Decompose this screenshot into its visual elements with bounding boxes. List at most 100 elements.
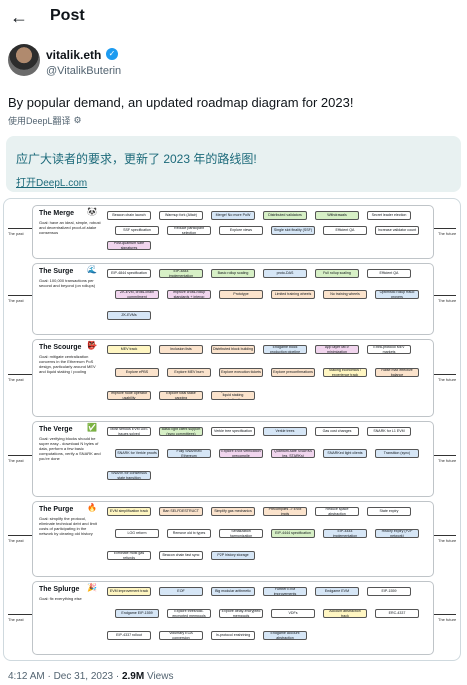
roadmap-node: Explore EVM verification precompile	[219, 449, 263, 458]
roadmap-node: VDFs	[271, 609, 315, 618]
roadmap-node: SNARK for consensus state transition	[107, 471, 151, 480]
roadmap-node: Endgame account abstraction	[263, 631, 307, 640]
roadmap-node: Remove old tx types	[167, 529, 211, 538]
roadmap-node: Endgame EIP-1559	[115, 609, 159, 618]
stage-goal: Goal: verifying blocks should be super e…	[39, 436, 101, 461]
stage-goal: Goal: 100,000 transactions per second an…	[39, 278, 96, 288]
author-name[interactable]: vitalik.eth	[46, 48, 102, 62]
roadmap-node: Prototype	[219, 290, 263, 299]
roadmap-node: Basic rollup scaling	[211, 269, 255, 278]
stage-emoji-icon: 🐼	[87, 207, 97, 216]
roadmap-node: Explore total stake capping	[159, 391, 203, 400]
future-arrow	[434, 535, 456, 536]
roadmap-node: MEV track	[107, 345, 151, 354]
stage-the-merge: The Merge 🐼 Goal: have an ideal, simple, r…	[32, 205, 434, 259]
past-arrow	[8, 228, 32, 229]
roadmap-node: App layer MEV minimization	[315, 345, 359, 354]
roadmap-node: Big modular arithmetic	[211, 587, 255, 596]
view-count: 2.9M	[121, 671, 145, 682]
future-label: The future	[438, 538, 457, 543]
roadmap-node: EVM simplification track	[107, 507, 151, 516]
roadmap-node: Explore threshold-encrypted mempools	[167, 609, 211, 618]
roadmap-node: No training wheels	[323, 290, 367, 299]
translate-label: 使用DeepL翻译	[8, 116, 71, 126]
roadmap-node: EIP-4444 implementation	[323, 529, 367, 538]
roadmap-node: Optimistic rollup fraud provers	[375, 290, 419, 299]
roadmap-node: SNARK for Verkle proofs	[115, 449, 159, 458]
post-timestamp: 4:12 AM · Dec 31, 2023 · 2.9M Views	[8, 671, 173, 682]
past-label: The past	[8, 231, 24, 236]
roadmap-node: SNARK for L1 EVM	[367, 427, 411, 436]
roadmap-node: Verkle tree specification	[211, 427, 255, 436]
roadmap-node: Inclusion lists	[159, 345, 203, 354]
stage-goal: Goal: mitigate centralization concerns i…	[39, 354, 96, 374]
roadmap-node: State expiry	[367, 507, 411, 516]
stage-title: The Scourge	[39, 344, 82, 351]
roadmap-node: Efficient QA	[367, 269, 411, 278]
future-label: The future	[438, 298, 457, 303]
tweet-text: By popular demand, an updated roadmap di…	[8, 95, 354, 110]
stage-goal: Goal: fix everything else	[39, 596, 82, 601]
avatar[interactable]	[8, 44, 40, 76]
roadmap-node: Explore delay-encrypted mempools	[219, 609, 263, 618]
roadmap-node: History expiry (P2P network)	[375, 529, 419, 538]
author-handle[interactable]: @VitalikButerin	[46, 65, 122, 77]
roadmap-node: EIP-1559	[367, 587, 411, 596]
stage-title: The Verge	[39, 426, 73, 433]
stage-title: The Splurge	[39, 586, 80, 593]
roadmap-node: Precompiles -> EVM impls	[263, 507, 307, 516]
roadmap-node: Warmup fork (Altair)	[159, 211, 203, 220]
roadmap-node: Serialization harmonization	[219, 529, 263, 538]
roadmap-node: Explore solutions to liquid staking cent…	[211, 391, 255, 400]
stage-title: The Surge	[39, 268, 74, 275]
roadmap-node: Merge! No more PoW	[211, 211, 255, 220]
past-arrow	[8, 535, 32, 536]
roadmap-node: Explore MEV burn	[167, 368, 211, 377]
translation-text: 应广大读者的要求，更新了 2023 年的路线图!	[16, 152, 257, 166]
past-arrow	[8, 614, 32, 615]
roadmap-node: P2P history storage	[211, 551, 255, 560]
roadmap-node: Simplify gas mechanics	[211, 507, 255, 516]
stage-emoji-icon: ✅	[87, 423, 97, 432]
roadmap-node: Explore preconfirmations	[271, 368, 315, 377]
roadmap-node: Explore ePBS	[115, 368, 159, 377]
translate-link[interactable]: 使用DeepL翻译 ⚙	[8, 114, 82, 127]
future-arrow	[434, 374, 456, 375]
past-label: The past	[8, 617, 24, 622]
roadmap-node: Secret leader election	[367, 211, 411, 220]
past-label: The past	[8, 377, 24, 382]
stage-emoji-icon: 👺	[87, 341, 97, 350]
back-arrow-icon[interactable]: ←	[10, 7, 28, 27]
roadmap-node: Improve cross-rollup standards + interop	[167, 290, 211, 299]
stage-goal: Goal: have an ideal, simple, robust and …	[39, 220, 101, 235]
future-label: The future	[438, 377, 457, 382]
page-title: Post	[50, 7, 85, 24]
roadmap-node: Explore views	[219, 226, 263, 235]
stage-the-verge: The Verge ✅ Goal: verifying blocks should …	[32, 421, 434, 497]
stage-the-purge: The Purge🔥Goal: simplify the protocol, e…	[32, 501, 434, 577]
roadmap-node: ERC-4337	[375, 609, 419, 618]
roadmap-node: Quantum-safe SNARKs (eg. STARKs)	[271, 449, 315, 458]
stage-title: The Merge	[39, 210, 75, 217]
roadmap-node: proto-DAS	[263, 269, 307, 278]
roadmap-node: EVM improvement track	[107, 587, 151, 596]
roadmap-node: Full rollup scaling	[315, 269, 359, 278]
roadmap-node: Beacon chain fast sync	[159, 551, 203, 560]
roadmap-node: SSF specification	[115, 226, 159, 235]
roadmap-node: EIP-4844 specification	[107, 269, 151, 278]
past-arrow	[8, 455, 32, 456]
roadmap-node: Explore execution tickets	[219, 368, 263, 377]
roadmap-node: Improve node operator usability	[107, 391, 151, 400]
stage-the-surge: The Surge 🌊 Goal: 100,000 transactions per…	[32, 263, 434, 335]
stage-title: The Purge	[39, 506, 74, 513]
roadmap-node: LOG reform	[115, 529, 159, 538]
stage-emoji-icon: 🌊	[87, 265, 97, 274]
roadmap-node: ZK-EVMs	[107, 311, 151, 320]
past-arrow	[8, 374, 32, 375]
stage-the-scourge: The Scourge 👺 Goal: mitigate centralizatio…	[32, 339, 434, 417]
roadmap-node: Endgame EVM	[315, 587, 359, 596]
deepl-link[interactable]: 打开DeepL.com	[16, 178, 88, 189]
verified-badge-icon: ✓	[106, 48, 118, 60]
